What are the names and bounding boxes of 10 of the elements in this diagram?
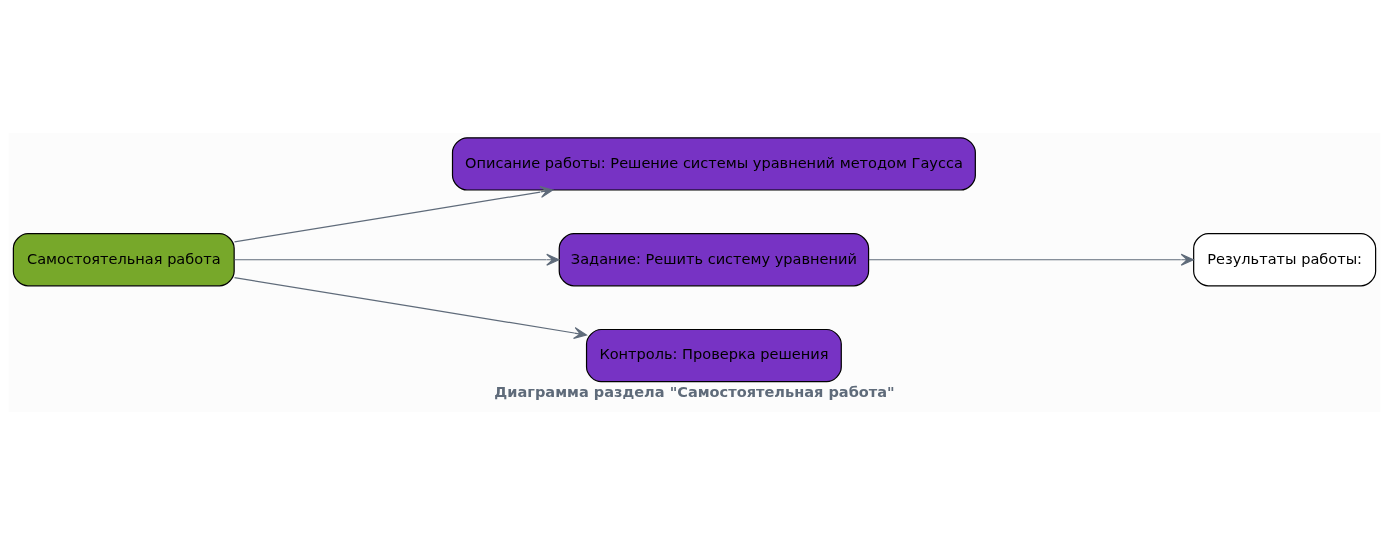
node-box: Описание работы: Решение системы уравнений методом Гаусса — [451, 137, 976, 191]
arrow — [868, 253, 1194, 266]
node-box: Самостоятельная работа — [12, 233, 235, 287]
node-box: Результаты работы: — [1193, 233, 1377, 287]
node-box: Задание: Решить систему уравнений — [558, 233, 870, 287]
arrow — [233, 185, 554, 243]
arrow — [233, 253, 560, 266]
arrow — [233, 277, 587, 340]
node-box: Контроль: Проверка решения — [585, 328, 842, 383]
caption: Диаграмма раздела "Самостоятельная работа" — [494, 382, 895, 400]
